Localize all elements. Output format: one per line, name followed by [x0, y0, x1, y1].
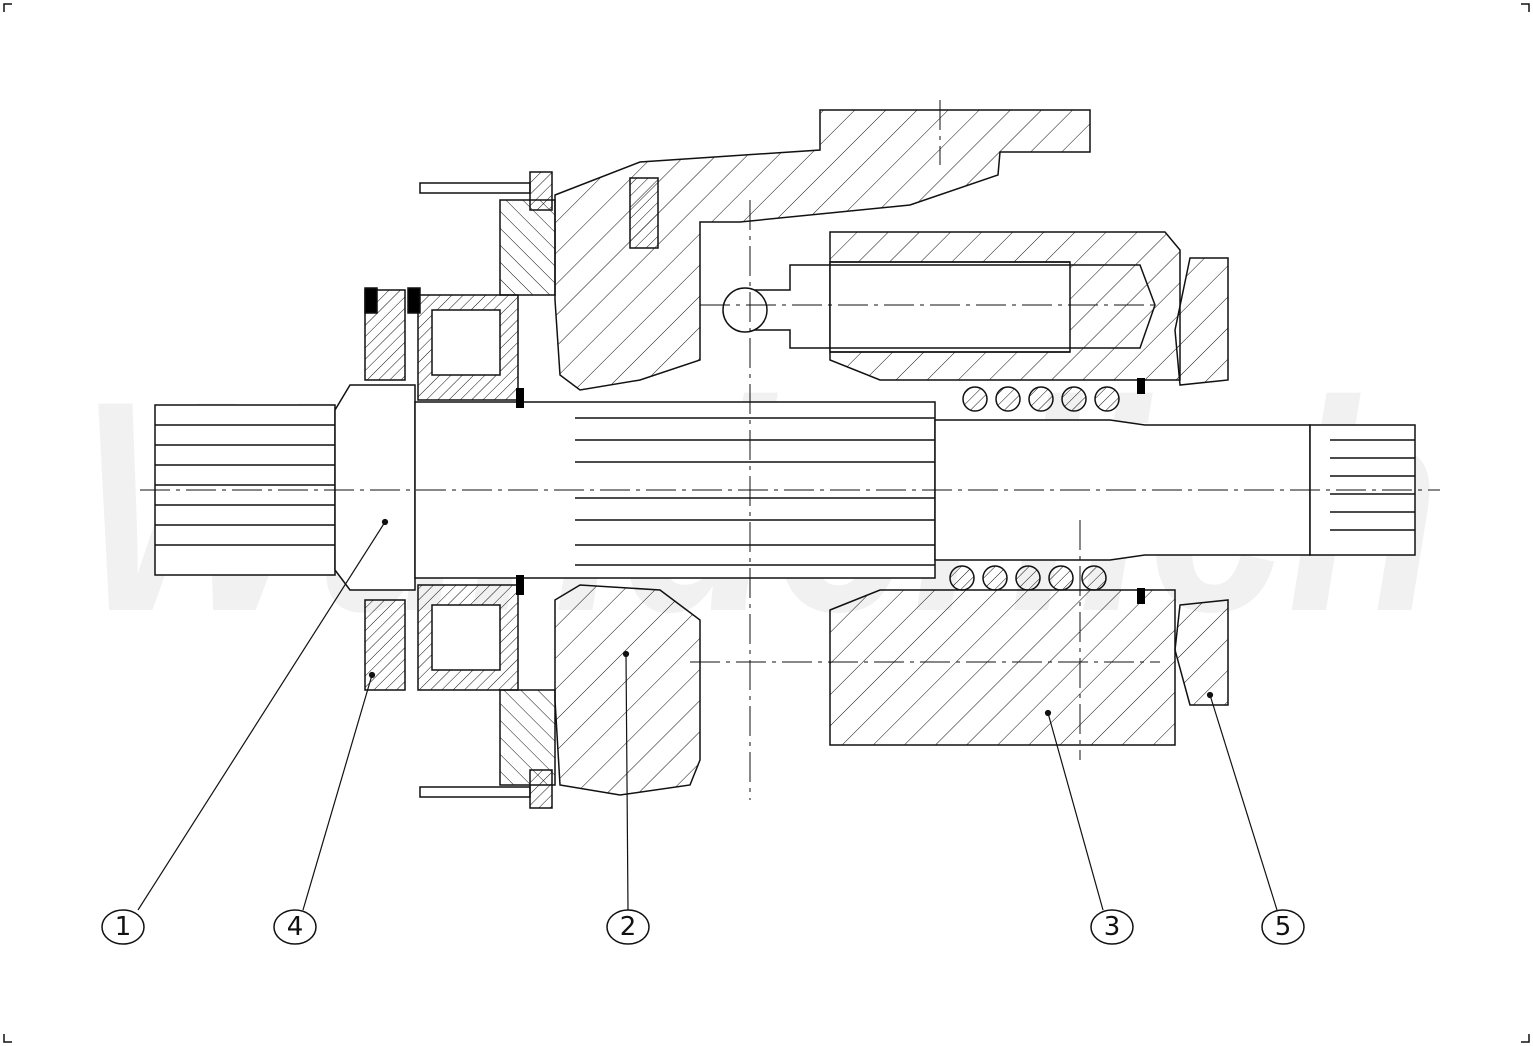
callout-5: 5: [1261, 909, 1305, 945]
callout-4: 4: [273, 909, 317, 945]
bolts: [419, 171, 659, 809]
leader-lines: [137, 518, 1278, 911]
callout-1: 1: [101, 909, 145, 945]
svg-text:1: 1: [115, 912, 132, 942]
svg-text:4: 4: [287, 912, 304, 942]
seals: [516, 378, 1145, 604]
piston: [722, 264, 1156, 349]
end-cover: [1174, 257, 1229, 706]
center-lines: [140, 100, 1440, 800]
spline-teeth-right: [1330, 439, 1415, 531]
front-flange: [364, 287, 519, 691]
spring: [949, 386, 1120, 591]
callout-2: 2: [606, 909, 650, 945]
spline-teeth-left: [155, 424, 335, 546]
svg-text:5: 5: [1275, 912, 1292, 942]
frame-corners: [3, 3, 1530, 1043]
svg-text:2: 2: [620, 912, 637, 942]
spline-grooves: [575, 417, 935, 566]
svg-text:3: 3: [1104, 912, 1121, 942]
cylinder-block: [829, 231, 1181, 746]
callout-3: 3: [1090, 909, 1134, 945]
housing: [499, 109, 1091, 796]
